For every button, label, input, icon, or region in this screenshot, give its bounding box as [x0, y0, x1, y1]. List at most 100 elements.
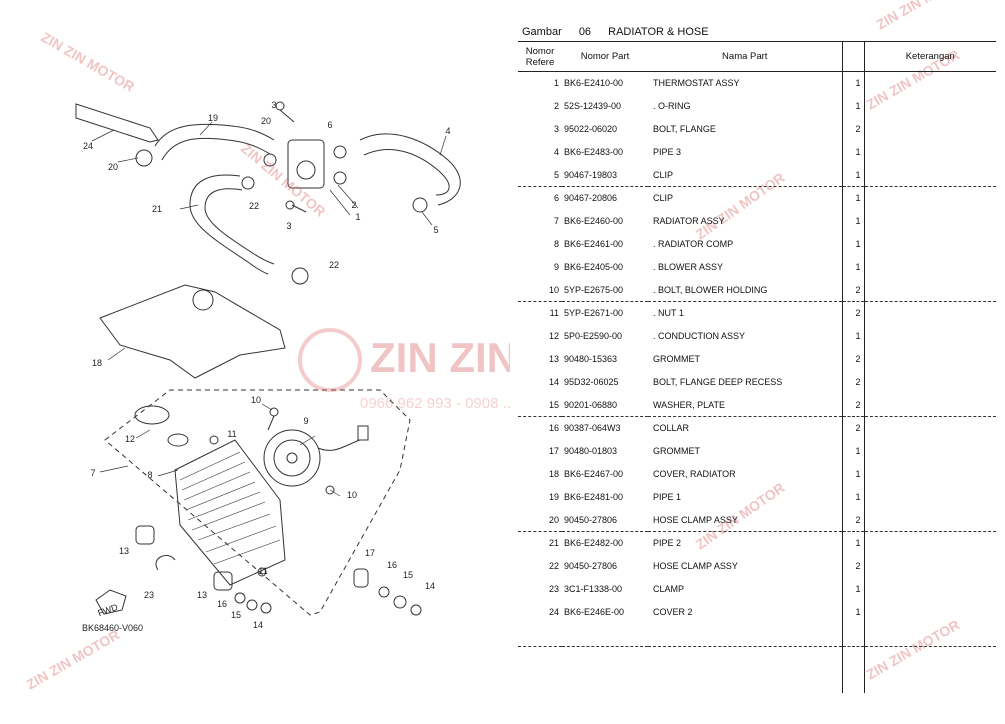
- empty-cell: [562, 670, 648, 693]
- part-number-cell: BK6-E2410-00: [564, 78, 624, 89]
- note-cell: [864, 416, 996, 439]
- note-cell: [864, 325, 996, 348]
- pipe-21-outline-a: [189, 174, 269, 275]
- note-cell: [864, 393, 996, 417]
- part-name-cell: COVER 2: [653, 606, 693, 617]
- note-cell: [864, 578, 996, 601]
- clamp-22-b: [291, 267, 309, 285]
- ref-cell: 8: [553, 238, 559, 249]
- callout-18: 18: [92, 358, 102, 368]
- part-number-cell: 5YP-E2671-00: [564, 308, 624, 319]
- empty-cell: [841, 669, 865, 693]
- part-name-cell: . BOLT, BLOWER HOLDING: [648, 278, 842, 302]
- col-note-header: Keterangan: [864, 41, 996, 72]
- clamp-20-a: [135, 149, 153, 167]
- part-name-cell: CLIP: [653, 193, 674, 204]
- note-cell: [864, 531, 996, 554]
- note-cell: [864, 555, 996, 578]
- ref-cell: 15: [518, 393, 562, 417]
- ref-cell: 13: [548, 353, 559, 364]
- cover-24: [75, 103, 159, 143]
- note-cell: [864, 140, 996, 163]
- parts-table-header: Nomor Refere Nomor Part Nama Part Ketera…: [518, 41, 996, 72]
- clamp-23: [155, 555, 176, 571]
- cover-18: [99, 284, 286, 379]
- radiator-core: [174, 439, 286, 586]
- callout-1: 1: [355, 212, 360, 222]
- part-number-cell: BK6-E2482-00: [564, 538, 624, 549]
- part-name-cell: PIPE 1: [653, 491, 682, 502]
- ref-cell: 14: [548, 376, 559, 387]
- note-cell: [864, 210, 996, 233]
- ref-cell: 16: [548, 423, 559, 434]
- quantity-cell: 2: [841, 416, 865, 440]
- callout-12: 12: [125, 434, 135, 444]
- part-name-cell: . NUT 1: [653, 308, 684, 319]
- note-cell: [864, 370, 996, 393]
- callout-17: 17: [365, 548, 375, 558]
- clamp-22-a: [241, 176, 255, 190]
- exploded-parts-diagram: 1 2 3 3 4 5 6 7 8 9 10 10 11 11 12 13 13…: [24, 29, 511, 693]
- gambar-label: Gambar: [522, 26, 562, 38]
- callout-22b: 22: [329, 260, 339, 270]
- thermostat-body: [287, 139, 325, 189]
- empty-row: [518, 646, 996, 670]
- quantity-cell: 2: [841, 278, 865, 302]
- part-name-cell: COVER, RADIATOR: [653, 468, 736, 479]
- col-qty-header: [841, 41, 865, 72]
- pipe-19-outline-b: [161, 137, 271, 161]
- ref-cell: 7: [553, 216, 559, 227]
- part-number-cell: 5P0-E2590-00: [564, 331, 623, 342]
- fwd-label: FWD: [97, 602, 120, 619]
- quantity-cell: 2: [841, 117, 865, 141]
- part-number-cell: 3C1-F1338-00: [564, 583, 623, 594]
- quantity-cell: 1: [841, 255, 865, 279]
- note-cell: [864, 163, 996, 187]
- part-number-cell: 95D32-06025: [564, 376, 619, 387]
- part-name-cell: GROMMET: [653, 353, 700, 364]
- part-number-cell: 90387-064W3: [564, 423, 621, 434]
- ref-cell: 10: [518, 278, 562, 302]
- quantity-cell: 1: [841, 140, 865, 164]
- empty-cell: [841, 623, 865, 647]
- part-number-cell: 90201-06880: [562, 393, 648, 417]
- pipe-4-outline-a: [359, 133, 461, 206]
- note-cell: [864, 508, 996, 532]
- part-name-cell: BOLT, FLANGE: [653, 123, 716, 134]
- callout-22a: 22: [249, 201, 259, 211]
- part-name-cell: WASHER, PLATE: [648, 393, 842, 417]
- part-name-cell: CLAMP: [653, 583, 685, 594]
- note-cell: [864, 278, 996, 302]
- part-number-cell: BK6-E2467-00: [564, 468, 624, 479]
- callout-14a: 14: [253, 620, 263, 630]
- part-name-cell: GROMMET: [653, 446, 700, 457]
- quantity-cell: 1: [841, 600, 865, 624]
- grommet-17: [353, 568, 369, 588]
- note-cell: [864, 440, 996, 463]
- ref-cell: 5: [518, 163, 562, 187]
- diagram-code: BK68460-V060: [82, 623, 143, 633]
- quantity-cell: 1: [841, 439, 865, 463]
- pipe-21-outline-b: [204, 188, 275, 265]
- callout-19: 19: [208, 113, 218, 123]
- callout-10a: 10: [251, 395, 261, 405]
- part-number-cell: BK6-E2483-00: [564, 146, 624, 157]
- part-number-cell: 90450-27806: [562, 508, 648, 532]
- part-name-cell: PIPE 2: [653, 538, 682, 549]
- quantity-cell: 1: [841, 531, 865, 555]
- callout-20a: 20: [261, 116, 271, 126]
- part-name-cell: . RADIATOR COMP: [653, 238, 734, 249]
- callout-21: 21: [152, 204, 162, 214]
